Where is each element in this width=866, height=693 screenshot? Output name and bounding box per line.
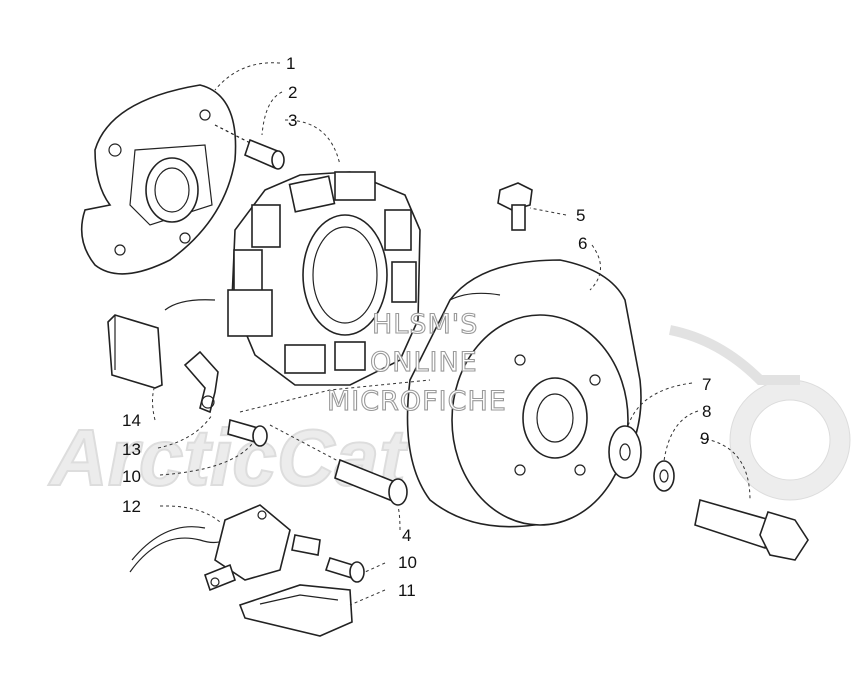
callout-9: 9	[700, 429, 709, 448]
leader-lines	[152, 62, 751, 606]
callout-14: 14	[122, 411, 141, 430]
bracket-part-13	[183, 350, 268, 447]
stator-plate	[80, 84, 237, 275]
callout-2: 2	[288, 83, 297, 102]
callout-10-lower: 10	[398, 553, 417, 572]
screw-part-10-lower	[324, 557, 365, 583]
washer-part-7	[608, 425, 642, 479]
flywheel	[406, 259, 642, 528]
watermark: HLSM'S ONLINE MICROFICHE	[326, 308, 507, 417]
callout-13: 13	[122, 440, 141, 459]
callout-4: 4	[402, 526, 411, 545]
stator-coil	[164, 171, 421, 386]
callout-1: 1	[286, 54, 295, 73]
callout-10-upper: 10	[122, 467, 141, 486]
pickup-sensor-part-12	[129, 504, 321, 592]
callout-6: 6	[578, 234, 587, 253]
callout-numbers: 1 2 3 4 5 6 7 8 9 10 10 11 12 13 14	[122, 54, 711, 600]
watermark-line-2: ONLINE	[370, 347, 478, 378]
callout-7: 7	[702, 375, 711, 394]
bolt-part-9	[694, 498, 809, 561]
pad-part-14	[107, 314, 163, 389]
callout-11: 11	[398, 581, 416, 600]
screw-part-4	[269, 424, 408, 506]
callout-5: 5	[576, 206, 585, 225]
screw-part-2	[214, 124, 285, 170]
plate-part-11	[238, 584, 353, 637]
watermark-line-3: MICROFICHE	[327, 386, 507, 417]
callout-3: 3	[288, 111, 297, 130]
lockwasher-part-8	[653, 460, 675, 492]
watermark-line-1: HLSM'S	[372, 309, 478, 340]
bolt-part-5	[497, 182, 533, 231]
callout-12: 12	[122, 497, 141, 516]
callout-8: 8	[702, 402, 711, 421]
